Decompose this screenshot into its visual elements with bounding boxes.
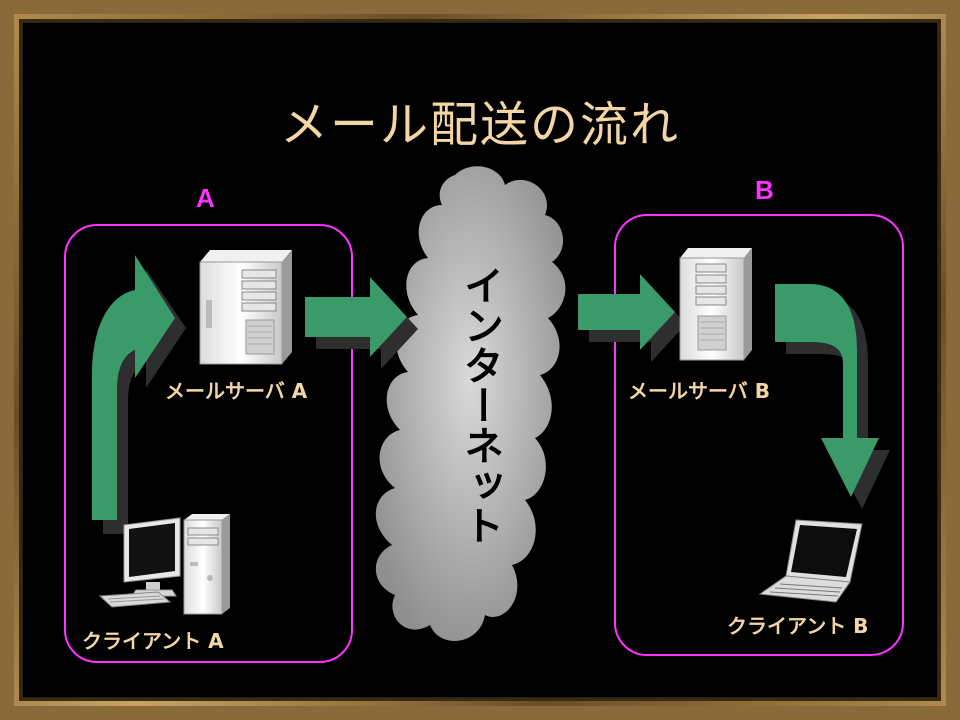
client-b-label: クライアント B — [727, 614, 869, 638]
group-b-box — [614, 214, 904, 656]
mail-server-b-label: メールサーバ B — [628, 379, 771, 403]
internet-cloud-icon — [375, 166, 566, 642]
mail-server-a-label: メールサーバ A — [165, 379, 308, 403]
server-tower-icon — [679, 248, 752, 361]
desktop-pc-icon — [98, 514, 230, 615]
server-tower-icon — [199, 250, 292, 365]
internet-label: インターネット — [457, 265, 503, 545]
client-a-label: クライアント A — [82, 629, 224, 653]
arrow-internet-to-server-b — [578, 274, 686, 362]
arrow-server-b-to-client-b — [775, 284, 890, 509]
group-a-box — [64, 224, 353, 663]
arrow-server-a-to-internet — [305, 277, 418, 369]
group-b-label: B — [755, 175, 774, 205]
laptop-icon — [758, 519, 863, 603]
arrow-client-a-to-server-a — [92, 255, 186, 534]
page-title: メール配送の流れ — [279, 97, 680, 153]
group-a-label: A — [196, 183, 215, 213]
